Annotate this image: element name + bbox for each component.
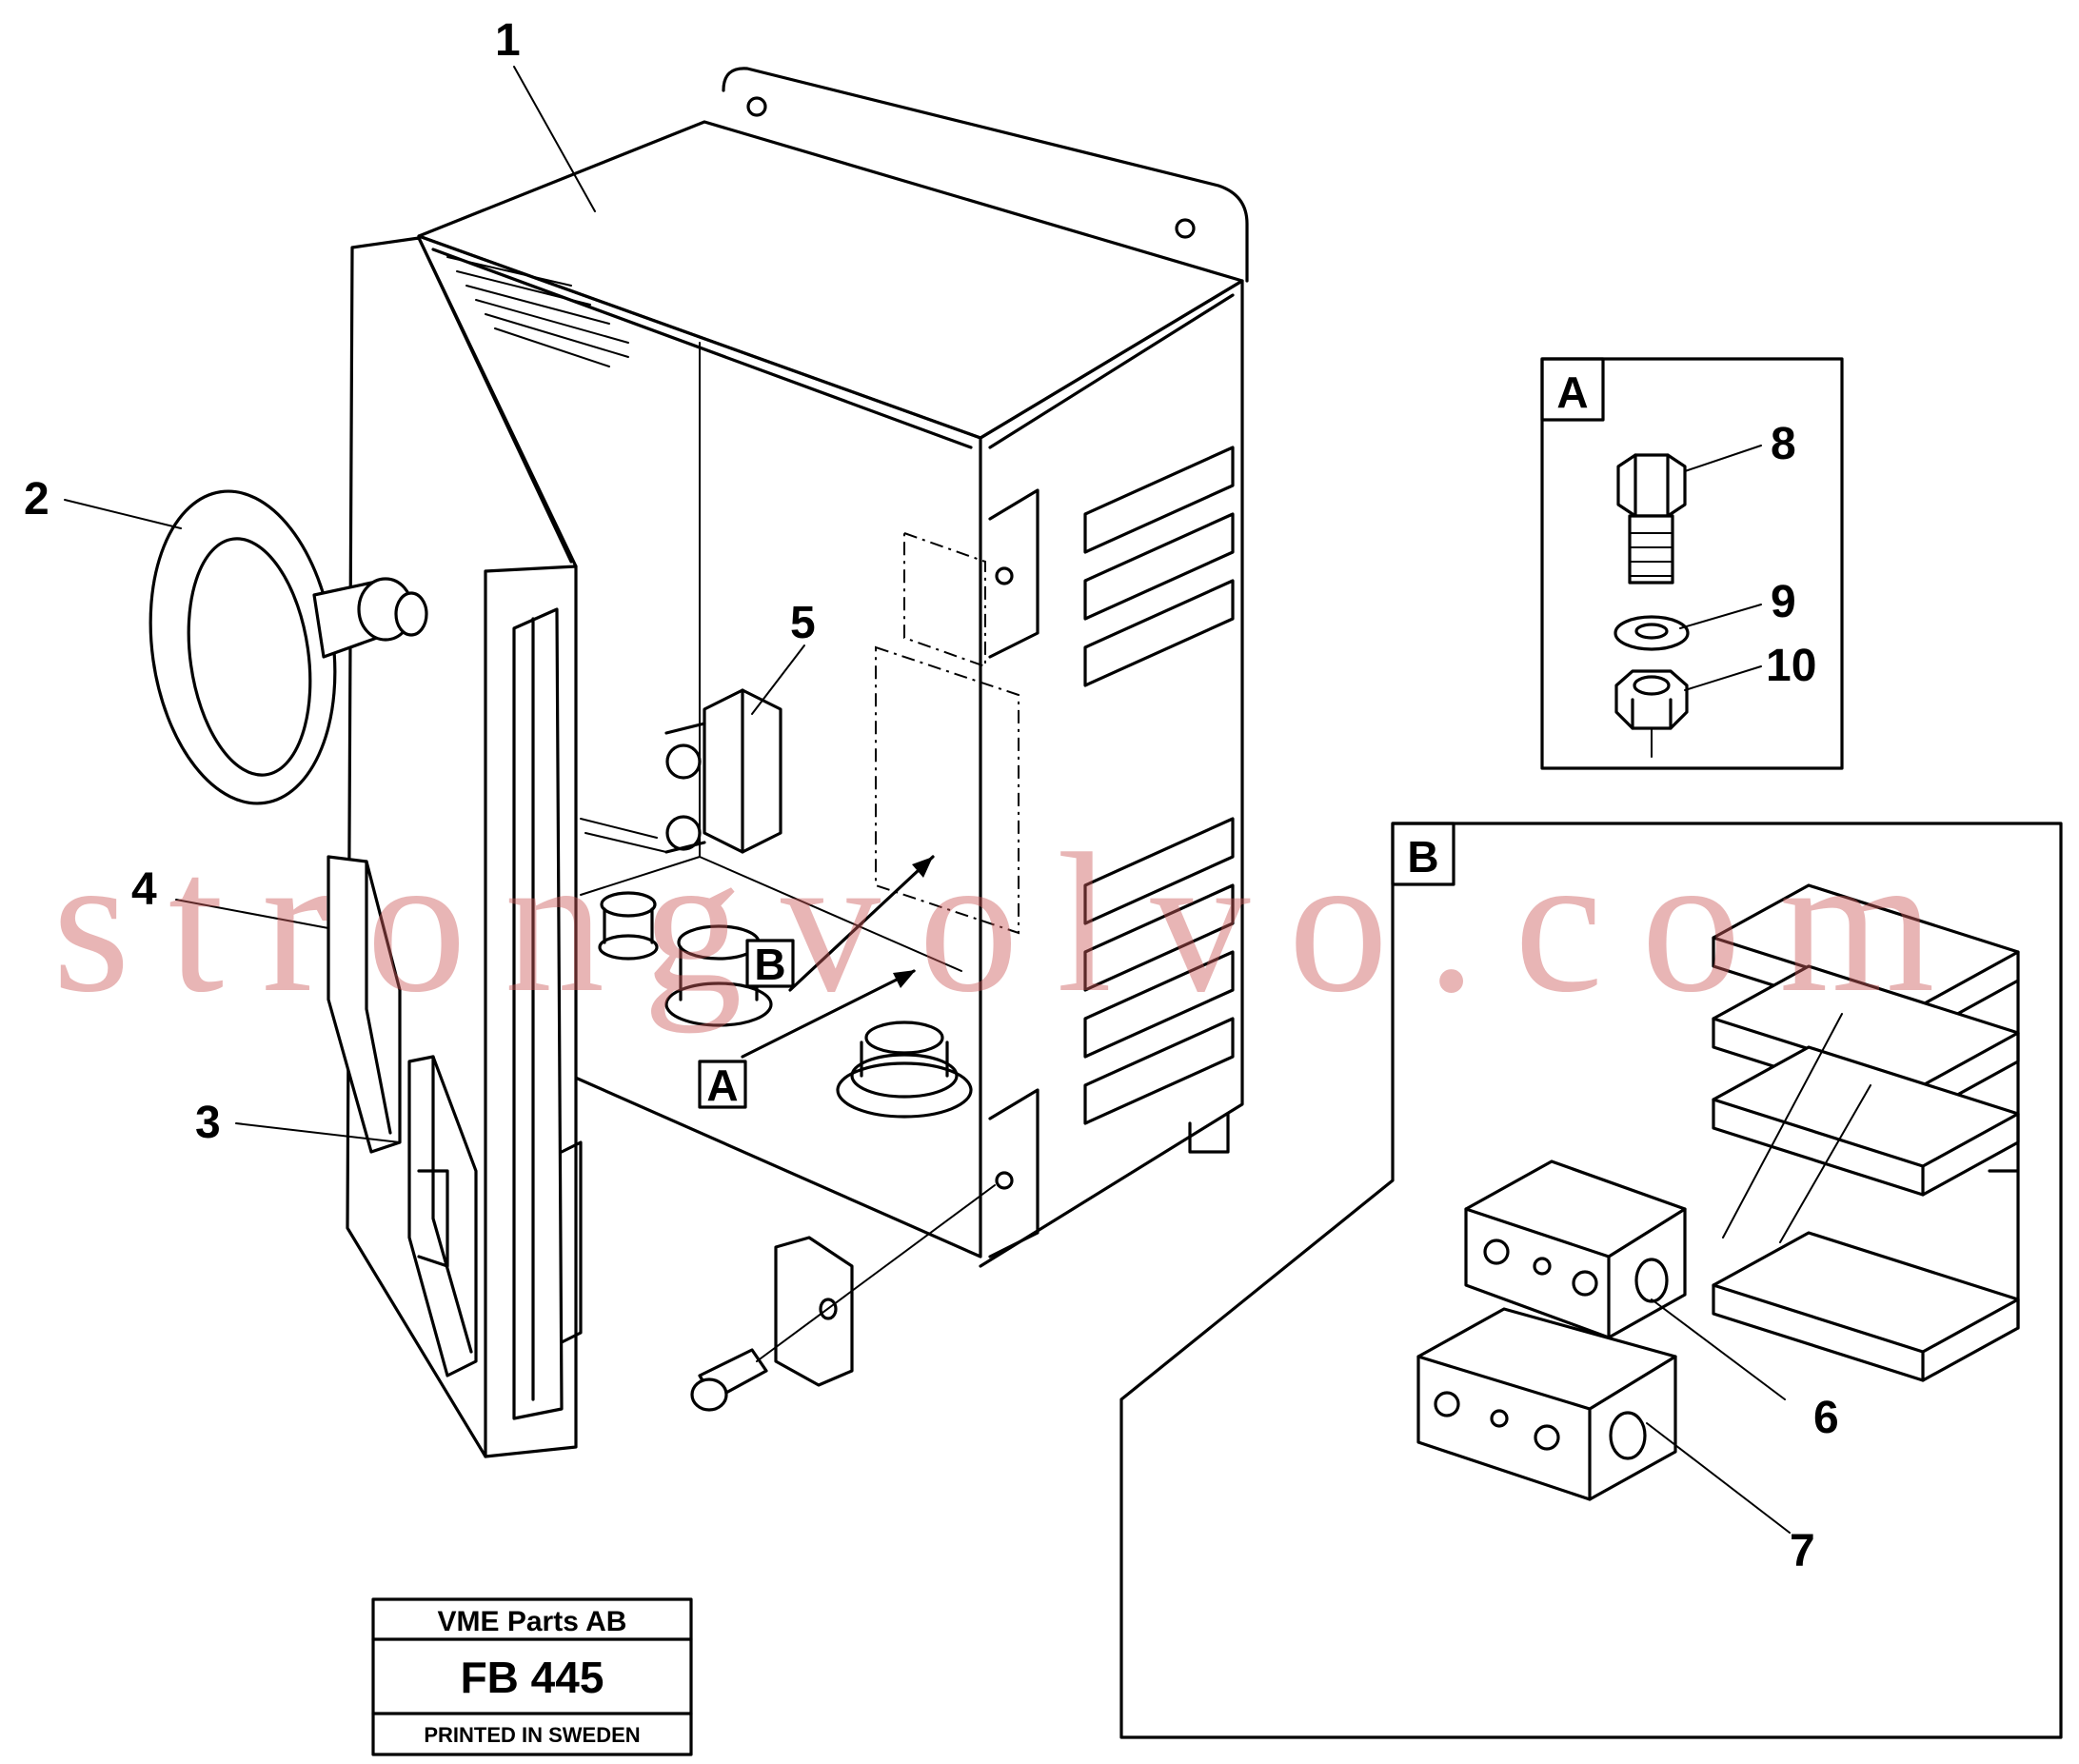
hinge-bracket	[690, 1184, 996, 1412]
callout-8: 8	[1771, 419, 1796, 469]
ref-marker-b: B	[754, 940, 785, 989]
label-plate-part-3	[407, 1055, 478, 1378]
callout-1: 1	[495, 15, 521, 66]
callout-5: 5	[790, 598, 816, 648]
callout-7: 7	[1790, 1526, 1815, 1576]
vent-louvers-lower	[1083, 817, 1235, 1125]
electrical-cabinet	[417, 67, 1249, 1268]
detail-b-box: B	[1119, 822, 2063, 1739]
reference-arrows: B A	[698, 855, 935, 1110]
vent-louvers-upper	[1083, 446, 1235, 687]
detail-a-box: A 8 9 10	[1540, 357, 1844, 770]
busbar-bracket	[1712, 883, 2020, 1382]
bolt-part-8	[1616, 453, 1687, 585]
interior-shading	[446, 256, 667, 853]
nut-part-10	[1614, 669, 1689, 758]
detail-a-letter: A	[1556, 367, 1588, 417]
title-company: VME Parts AB	[438, 1606, 627, 1637]
connector-block-part-6	[1464, 1159, 1786, 1400]
title-printed: PRINTED IN SWEDEN	[424, 1723, 640, 1747]
callout-3: 3	[195, 1098, 221, 1148]
title-block: VME Parts AB FB 445 PRINTED IN SWEDEN	[371, 1597, 693, 1756]
cable-glands	[598, 891, 973, 1119]
callout-6: 6	[1813, 1393, 1839, 1443]
washer-part-9	[1614, 615, 1690, 651]
terminal-block-part-5	[664, 688, 782, 854]
watermark: strongvolvo.com	[52, 813, 1972, 1034]
callout-10: 10	[1766, 641, 1816, 691]
connector-block-part-7	[1416, 1307, 1791, 1534]
cabinet-door	[346, 236, 583, 1458]
detail-b-letter: B	[1407, 832, 1438, 882]
callout-9: 9	[1771, 577, 1796, 627]
callout-4: 4	[131, 864, 157, 915]
callout-2: 2	[24, 474, 50, 525]
leader-lines	[64, 66, 805, 1143]
door-handle-part-2	[148, 489, 428, 805]
title-code: FB 445	[461, 1653, 604, 1702]
ref-marker-a: A	[706, 1060, 738, 1110]
